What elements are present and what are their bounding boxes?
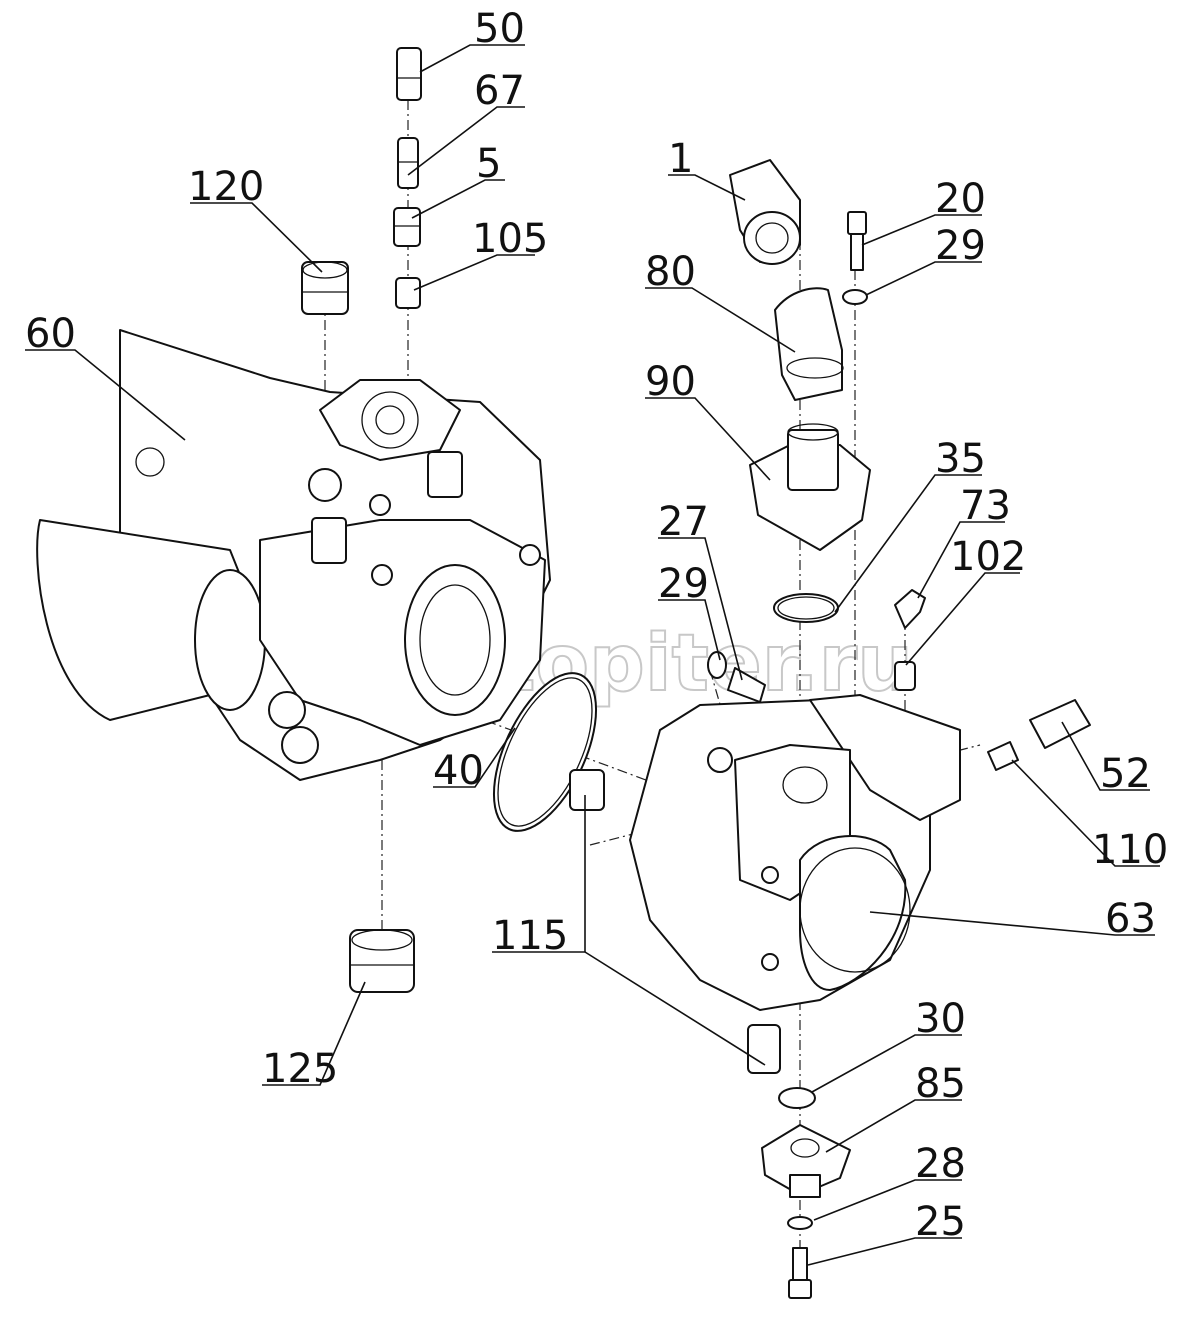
callout-110: 110	[1092, 827, 1168, 873]
callout-28: 28	[915, 1141, 966, 1187]
elbow-fitting-1	[729, 159, 801, 265]
elbow-80	[774, 287, 844, 401]
callout-105: 105	[472, 216, 548, 262]
callout-30: 30	[915, 996, 966, 1042]
callout-27: 27	[658, 499, 709, 545]
callout-90: 90	[645, 359, 696, 405]
callout-102: 102	[950, 534, 1026, 580]
fitting-102	[894, 661, 916, 691]
plug-115-upper	[569, 769, 605, 811]
callout-50: 50	[474, 6, 525, 52]
o-ring-30	[778, 1087, 816, 1109]
pump-housing-63	[629, 694, 961, 1011]
fitting-67	[397, 137, 419, 189]
fitting-52	[1029, 699, 1091, 749]
leader-lines	[25, 44, 1160, 1266]
callout-1: 1	[668, 136, 693, 182]
washer-29-mid	[707, 651, 727, 679]
callout-40: 40	[433, 748, 484, 794]
callout-25: 25	[915, 1199, 966, 1245]
callout-67: 67	[474, 68, 525, 114]
callout-29-mid: 29	[658, 561, 709, 607]
callout-60: 60	[25, 311, 76, 357]
callout-29-top: 29	[935, 223, 986, 269]
bolt-25	[788, 1247, 812, 1299]
flange-90	[749, 423, 871, 551]
fitting-50	[396, 47, 422, 101]
callout-115: 115	[492, 913, 568, 959]
callout-35: 35	[935, 436, 986, 482]
elbow-73	[894, 589, 926, 629]
pump-housing-60	[36, 329, 551, 781]
bolt-20	[847, 211, 867, 271]
callout-80: 80	[645, 249, 696, 295]
plug-120	[301, 261, 349, 315]
flange-85	[761, 1124, 851, 1198]
callout-63: 63	[1105, 896, 1156, 942]
callout-labels: 50 67 5 105 120 60 1 20 29 80 90 35 73 1…	[25, 6, 1168, 1245]
callout-20: 20	[935, 176, 986, 222]
callout-73: 73	[960, 483, 1011, 529]
o-ring-40	[492, 672, 598, 832]
o-ring-35	[773, 593, 839, 623]
fitting-110	[987, 741, 1019, 771]
washer-28	[787, 1216, 813, 1230]
washer-29-top	[842, 289, 868, 305]
fitting-5	[393, 207, 421, 247]
callout-120: 120	[188, 164, 264, 210]
callout-52: 52	[1100, 751, 1151, 797]
callout-125: 125	[262, 1046, 338, 1092]
callout-5: 5	[476, 141, 501, 187]
plug-105	[395, 277, 421, 309]
callout-85: 85	[915, 1061, 966, 1107]
plug-115-lower	[747, 1024, 781, 1074]
plug-125	[349, 929, 415, 993]
